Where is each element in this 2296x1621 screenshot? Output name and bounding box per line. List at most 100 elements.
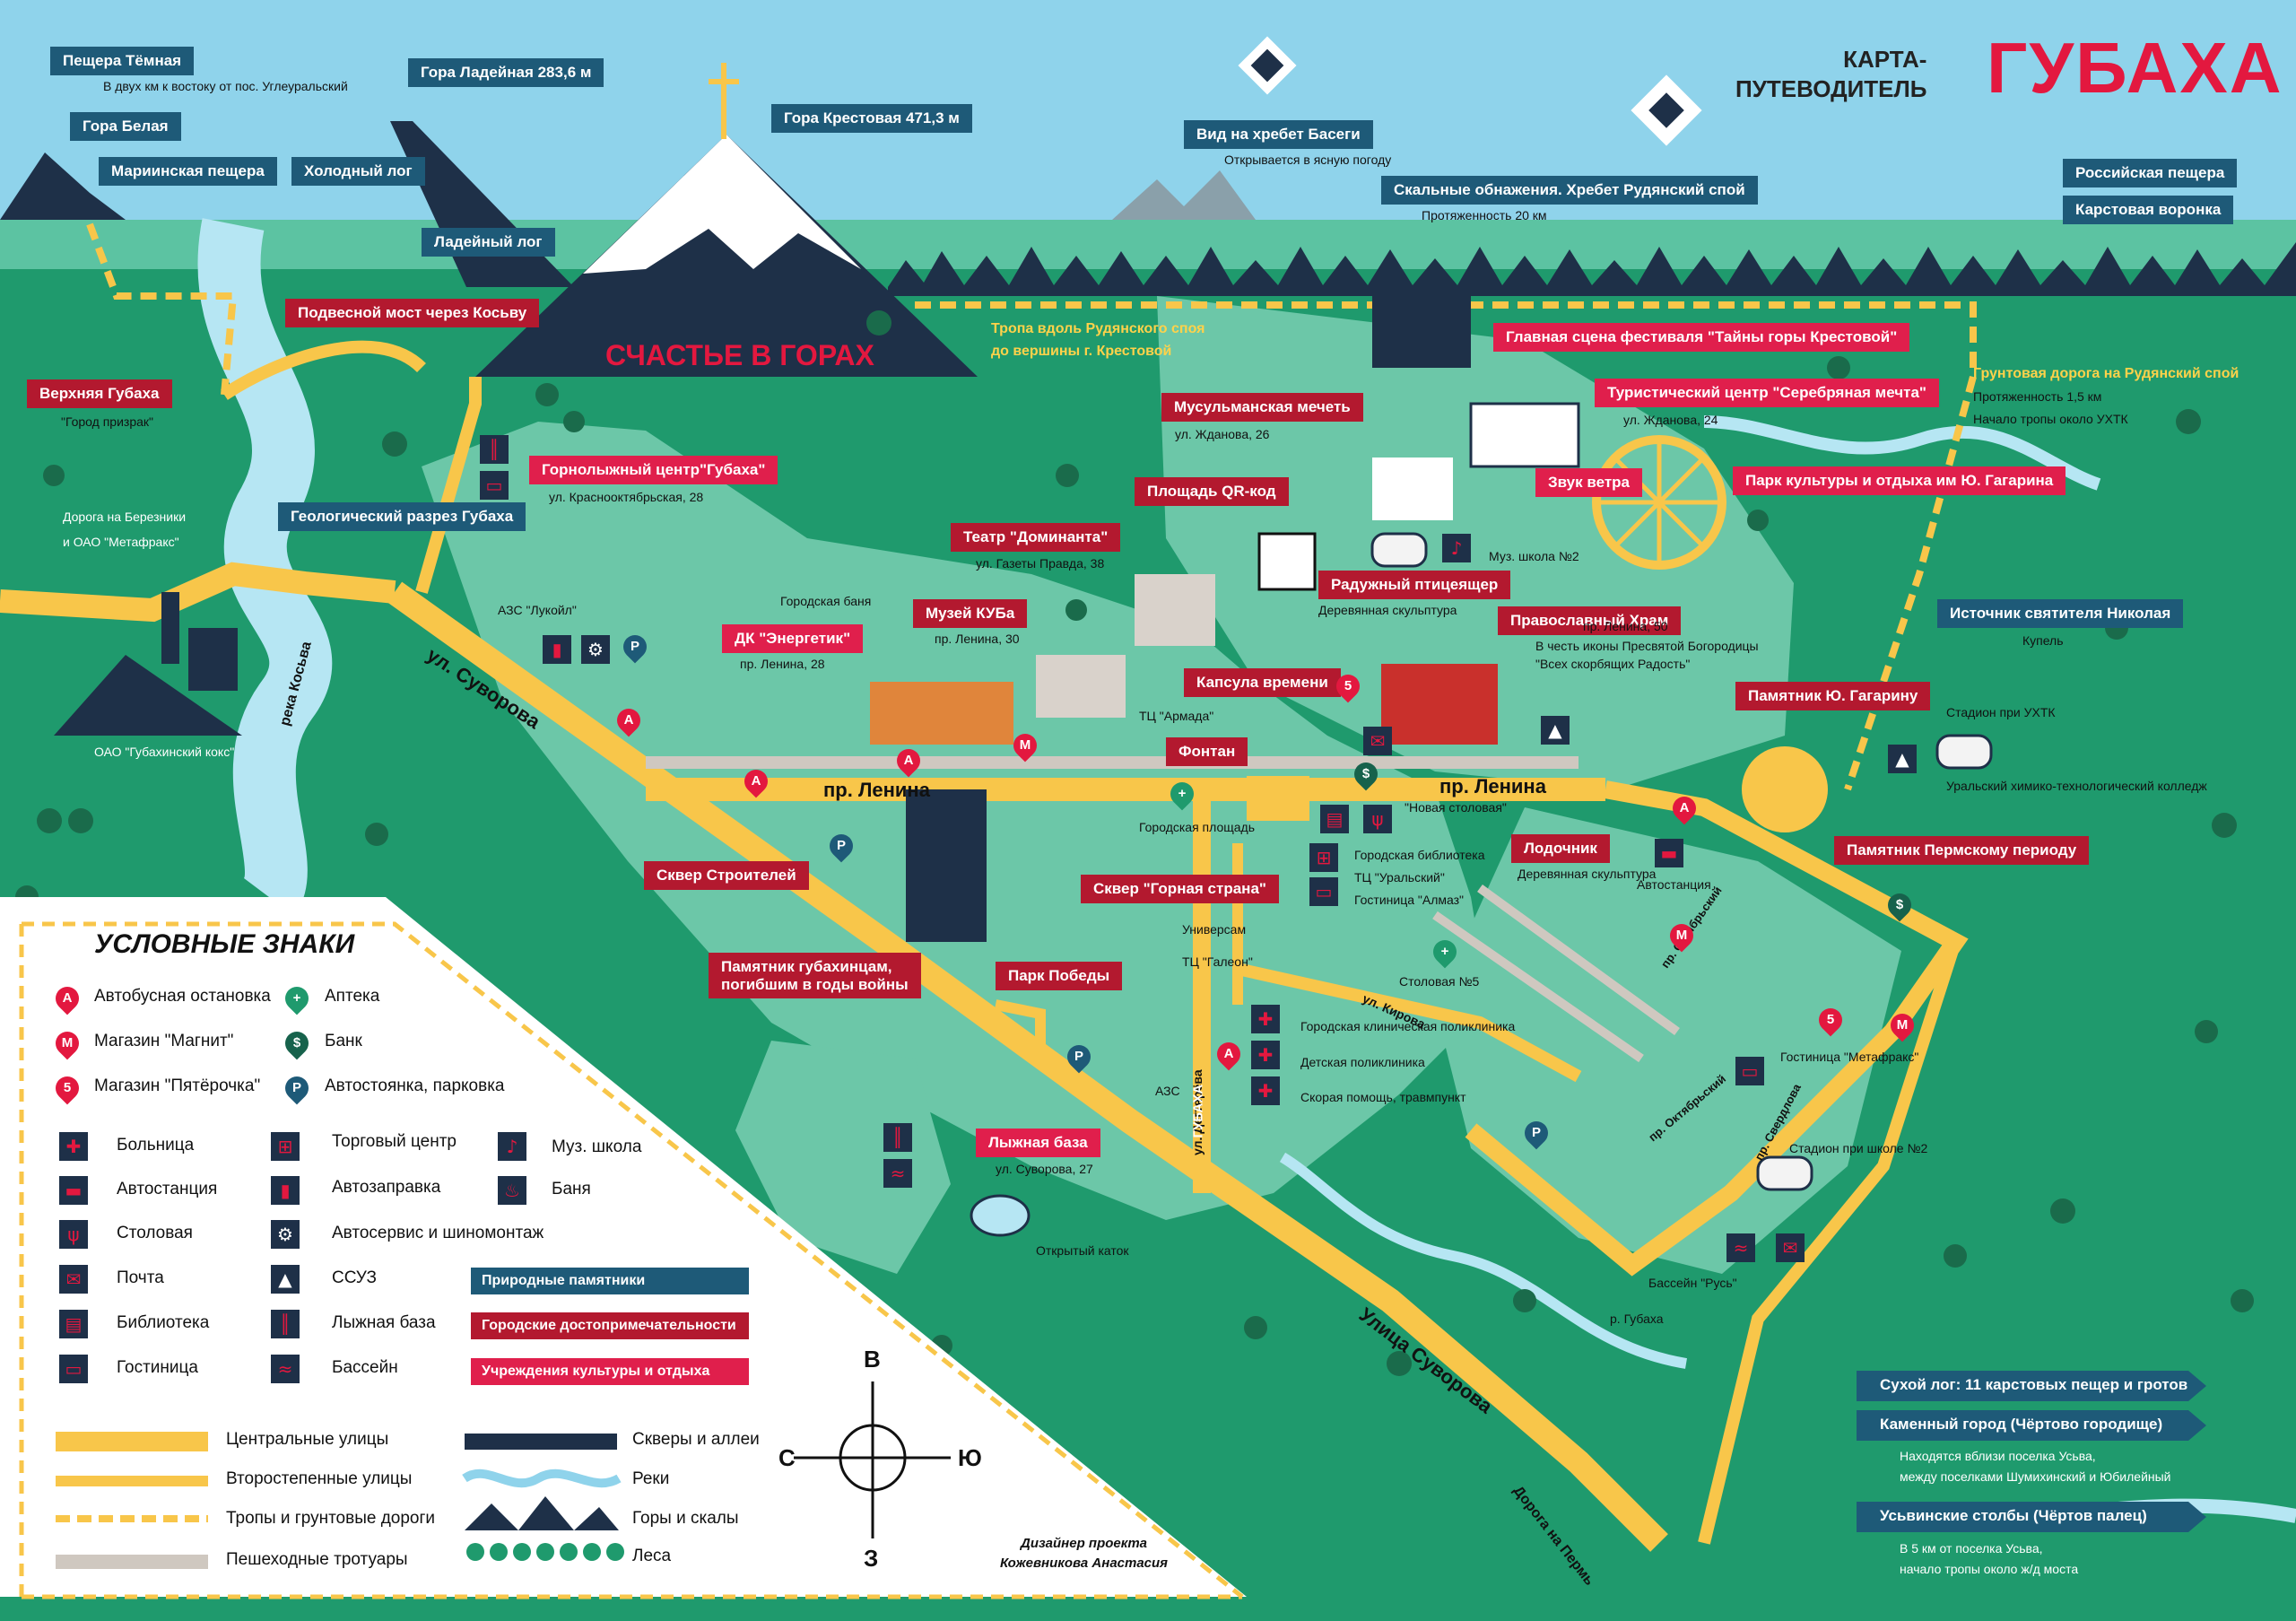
label-gagarin-mon[interactable]: Памятник Ю. Гагарину	[1735, 682, 1931, 710]
subtitle-line1: КАРТА-	[1843, 46, 1927, 73]
bank-pin[interactable]: $	[1349, 757, 1383, 791]
label-gora-krestovaya[interactable]: Гора Крестовая 471,3 м	[771, 104, 972, 133]
designer-line2: Кожевникова Анастасия	[1000, 1555, 1169, 1571]
pyaterochka-pin[interactable]: 5	[1813, 1003, 1848, 1037]
label-dk[interactable]: ДК "Энергетик"	[722, 624, 864, 653]
hotel-icon[interactable]: ▭	[1309, 877, 1338, 906]
label-bird[interactable]: Радужный птицеящер	[1318, 571, 1511, 599]
label-gora-ladeynaya[interactable]: Гора Ладейная 283,6 м	[408, 58, 604, 87]
legend-bath-label: Баня	[552, 1180, 591, 1198]
bus-stop-pin[interactable]: A	[612, 703, 646, 737]
mountain-far-2	[1112, 170, 1256, 220]
pharmacy-pin[interactable]: +	[1428, 935, 1462, 969]
note-ski-center: ул. Краснооктябрьская, 28	[549, 490, 704, 504]
label-istochnik[interactable]: Источник святителя Николая	[1937, 599, 2184, 628]
label-tourist-center[interactable]: Туристический центр "Серебряная мечта"	[1595, 379, 1939, 407]
note-ambulance: Скорая помощь, травмпункт	[1300, 1090, 1466, 1104]
ferris-spokes	[1596, 440, 1722, 565]
parking-pin[interactable]: P	[618, 630, 652, 664]
gas-station-icon[interactable]: ▮	[543, 635, 571, 664]
label-perm-period[interactable]: Памятник Пермскому периоду	[1834, 836, 2090, 865]
label-usvinskie[interactable]: Усьвинские столбы (Чёртов палец)	[1880, 1507, 2147, 1524]
label-kholodny-log[interactable]: Холодный лог	[291, 157, 425, 186]
label-geo-razrez[interactable]: Геологический разрез Губаха	[278, 502, 526, 531]
map-title: ГУБАХА	[1987, 28, 2283, 108]
library-icon[interactable]: ▤	[1320, 805, 1349, 833]
label-park-pobedy[interactable]: Парк Победы	[996, 962, 1123, 990]
parking-pin[interactable]: P	[1062, 1040, 1096, 1074]
mountain-krestovaya	[475, 135, 978, 377]
canteen-icon[interactable]: ψ	[1363, 805, 1392, 833]
note-peshchera-temnaya: В двух км к востоку от пос. Углеуральски…	[103, 79, 348, 93]
road-north	[221, 340, 426, 400]
note-verkhnyaya: "Город призрак"	[61, 414, 153, 429]
label-mariinskaya[interactable]: Мариинская пещера	[99, 157, 277, 186]
label-gora-belaya[interactable]: Гора Белая	[70, 112, 181, 141]
label-bridge[interactable]: Подвесной мост через Косьву	[285, 299, 540, 327]
label-temple[interactable]: Православный Храм	[1498, 606, 1682, 635]
hospital-icon[interactable]: ✚	[1251, 1076, 1280, 1105]
magnit-pin[interactable]: M	[1008, 728, 1042, 763]
label-teatr[interactable]: Театр "Доминанта"	[951, 523, 1121, 552]
college-icon[interactable]: ▲	[1541, 716, 1570, 745]
label-mosque[interactable]: Мусульманская мечеть	[1161, 393, 1363, 422]
label-ski-center[interactable]: Горнолыжный центр"Губаха"	[529, 456, 778, 484]
legend-area-squares-label: Скверы и аллеи	[632, 1430, 760, 1449]
label-kapsula[interactable]: Капсула времени	[1184, 668, 1341, 697]
legend-border-top	[22, 921, 1244, 1599]
bus-stop-pin[interactable]: A	[891, 744, 926, 778]
koks-building	[188, 628, 238, 691]
parking-pin[interactable]: P	[1519, 1116, 1553, 1150]
college-icon[interactable]: ▲	[1888, 745, 1917, 773]
label-lodochnik[interactable]: Лодочник	[1511, 834, 1610, 863]
hospital-icon[interactable]: ✚	[1251, 1005, 1280, 1033]
label-rudyansky[interactable]: Скальные обнажения. Хребет Рудянский спо…	[1381, 176, 1758, 205]
label-rossiyskaya[interactable]: Российская пещера	[2063, 159, 2238, 187]
parking-pin[interactable]: P	[824, 829, 858, 863]
label-park-gagarin[interactable]: Парк культуры и отдыха им Ю. Гагарина	[1733, 466, 2066, 495]
label-peshchera-temnaya[interactable]: Пещера Тёмная	[50, 47, 195, 75]
bus-stop-pin[interactable]: A	[1212, 1037, 1246, 1071]
ski-icon[interactable]: ║	[480, 435, 509, 464]
pyaterochka-pin[interactable]: 5	[1331, 669, 1365, 703]
hotel-icon[interactable]: ▭	[480, 471, 509, 500]
note-road-berezniki-2: и ОАО "Метафракс"	[63, 535, 179, 549]
mail-icon[interactable]: ✉	[1776, 1233, 1805, 1262]
bus-stop-pin[interactable]: A	[1667, 791, 1701, 825]
main-stage	[1372, 296, 1471, 368]
note-road-berezniki-1: Дорога на Березники	[63, 510, 187, 524]
magnit-pin[interactable]: M	[1885, 1008, 1919, 1042]
label-kamenny-gorod[interactable]: Каменный город (Чёртово городище)	[1880, 1416, 2163, 1433]
ski-icon[interactable]: ║	[883, 1123, 912, 1152]
note-bird: Деревянная скульптура	[1318, 603, 1457, 617]
label-ladeyny-log[interactable]: Ладейный лог	[422, 228, 555, 257]
label-verkhnyaya[interactable]: Верхняя Губаха	[27, 379, 172, 408]
label-zvuk-vetra[interactable]: Звук ветра	[1535, 468, 1642, 497]
label-qr-square[interactable]: Площадь QR-код	[1135, 477, 1289, 506]
label-main-stage[interactable]: Главная сцена фестиваля "Тайны горы Крес…	[1493, 323, 1910, 352]
pool-icon[interactable]: ≈	[883, 1159, 912, 1188]
label-karst-voronka[interactable]: Карстовая воронка	[2063, 196, 2234, 224]
mall-icon[interactable]: ⊞	[1309, 843, 1338, 872]
car-service-icon[interactable]: ⚙	[581, 635, 610, 664]
pharmacy-pin[interactable]: +	[1165, 777, 1199, 811]
mail-icon[interactable]: ✉	[1363, 727, 1392, 755]
label-pamyatnik-voina[interactable]: Памятник губахинцам, погибшим в годы вой…	[709, 953, 921, 999]
legend-car-service-label: Автосервис и шиномонтаж	[332, 1224, 544, 1242]
label-skver-gornaya[interactable]: Сквер "Горная страна"	[1081, 875, 1279, 903]
label-sukhoy-log[interactable]: Сухой лог: 11 карстовых пещер и гротов	[1880, 1376, 2188, 1393]
magnit-pin[interactable]: M	[1665, 919, 1699, 953]
stadium-ukhtk	[1935, 734, 1993, 770]
bus-stop-pin[interactable]: A	[739, 764, 773, 798]
label-ski-base[interactable]: Лыжная база	[976, 1129, 1100, 1157]
bus-station-icon[interactable]: ▬	[1655, 839, 1683, 867]
music-school-icon[interactable]: ♪	[1442, 534, 1471, 562]
label-fontan[interactable]: Фонтан	[1166, 737, 1248, 766]
hotel-icon[interactable]: ▭	[1735, 1057, 1764, 1085]
label-skver-stroiteley[interactable]: Сквер Строителей	[644, 861, 809, 890]
label-vid-basegi[interactable]: Вид на хребет Басеги	[1184, 120, 1373, 149]
pool-icon[interactable]: ≈	[1726, 1233, 1755, 1262]
bank-pin[interactable]: $	[1883, 888, 1917, 922]
label-muzey[interactable]: Музей КУБа	[913, 599, 1028, 628]
hospital-icon[interactable]: ✚	[1251, 1041, 1280, 1069]
